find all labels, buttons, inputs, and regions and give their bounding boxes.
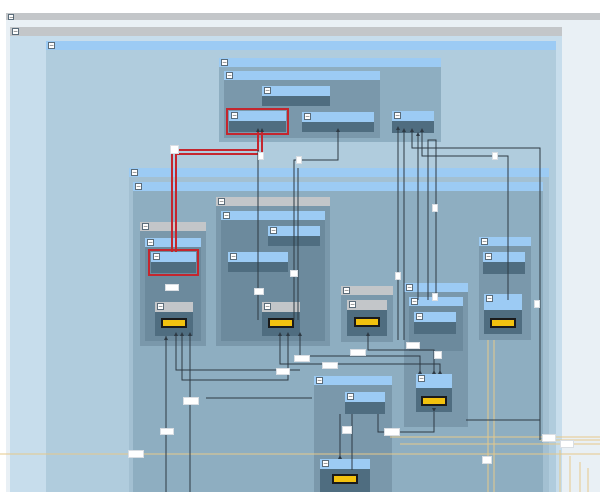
connector-tag <box>296 156 302 164</box>
column-5-node-a[interactable]: − <box>483 252 525 274</box>
minus-square-icon[interactable]: − <box>349 301 356 308</box>
lower-group-outer-header: − <box>129 168 549 177</box>
container-level-2-header: − <box>46 41 556 50</box>
minus-square-icon[interactable]: − <box>406 284 413 291</box>
top-node-a[interactable]: − <box>262 86 330 106</box>
column-5-port-node[interactable]: − <box>484 294 522 334</box>
minus-square-icon[interactable]: − <box>485 253 492 260</box>
yellow-port[interactable] <box>332 474 358 484</box>
yellow-port[interactable] <box>490 318 516 328</box>
minus-square-icon[interactable]: − <box>131 169 138 176</box>
minus-square-icon[interactable]: − <box>153 253 160 260</box>
minus-square-icon[interactable]: − <box>416 313 423 320</box>
connector-tag <box>350 349 366 356</box>
connector-tag <box>258 152 264 160</box>
minus-square-icon[interactable]: − <box>347 393 354 400</box>
minus-square-icon[interactable]: − <box>418 375 425 382</box>
yellow-port[interactable] <box>421 396 447 406</box>
top-group-header: − <box>219 58 441 67</box>
minus-square-icon[interactable]: − <box>270 227 277 234</box>
minus-square-icon[interactable]: − <box>12 28 19 35</box>
bottom-node-a[interactable]: − <box>345 392 385 414</box>
connector-tag <box>395 272 401 280</box>
minus-square-icon[interactable]: − <box>486 295 493 302</box>
minus-square-icon[interactable]: − <box>223 212 230 219</box>
yellow-port[interactable] <box>161 318 187 328</box>
minus-square-icon[interactable]: − <box>8 14 15 21</box>
connector-tag <box>290 270 298 277</box>
column-3-port-node[interactable]: − <box>347 300 387 336</box>
minus-square-icon[interactable]: − <box>231 112 238 119</box>
yellow-port[interactable] <box>268 318 294 328</box>
connector-tag <box>254 288 264 295</box>
connector-tag <box>492 152 498 160</box>
minus-square-icon[interactable]: − <box>135 183 142 190</box>
connector-tag <box>183 397 199 405</box>
minus-square-icon[interactable]: − <box>230 253 237 260</box>
connector-tag <box>432 204 438 212</box>
column-4-node-a[interactable]: − <box>414 312 456 334</box>
column-1-port-node[interactable]: − <box>155 302 193 336</box>
connector-tag <box>384 428 400 436</box>
minus-square-icon[interactable]: − <box>142 223 149 230</box>
minus-square-icon[interactable]: − <box>48 42 55 49</box>
bottom-port-node[interactable]: − <box>320 459 370 492</box>
connector-tag <box>482 456 492 464</box>
connector-tag <box>560 440 574 448</box>
connector-tag <box>294 355 310 362</box>
container-level-1-header: − <box>10 27 562 36</box>
connector-tag <box>170 145 179 154</box>
connector-tag <box>322 362 338 369</box>
connector-tag <box>165 284 179 291</box>
minus-square-icon[interactable]: − <box>411 298 418 305</box>
minus-square-icon[interactable]: − <box>264 87 271 94</box>
minus-square-icon[interactable]: − <box>157 303 164 310</box>
top-subgroup-header: − <box>224 71 380 80</box>
top-node-c[interactable]: − <box>392 111 434 133</box>
connector-tag <box>276 368 290 375</box>
minus-square-icon[interactable]: − <box>304 113 311 120</box>
outer-frame-header: − <box>6 13 600 21</box>
yellow-port[interactable] <box>354 317 380 327</box>
column-1-node-selected[interactable]: − <box>148 249 199 276</box>
connector-tag <box>542 434 556 442</box>
lower-group-inner-header: − <box>133 182 543 191</box>
minus-square-icon[interactable]: − <box>221 59 228 66</box>
connector-tag <box>406 342 420 349</box>
connector-tag <box>160 428 174 435</box>
connector-tag <box>434 351 442 359</box>
minus-square-icon[interactable]: − <box>218 198 225 205</box>
column-4-port-node[interactable]: − <box>416 374 452 412</box>
minus-square-icon[interactable]: − <box>322 460 329 467</box>
minus-square-icon[interactable]: − <box>481 238 488 245</box>
minus-square-icon[interactable]: − <box>264 303 271 310</box>
minus-square-icon[interactable]: − <box>343 287 350 294</box>
top-node-selected[interactable]: − <box>226 108 289 135</box>
connector-tag <box>128 450 144 458</box>
connector-tag <box>342 426 352 434</box>
top-node-b[interactable]: − <box>302 112 374 132</box>
column-2-port-node[interactable]: − <box>262 302 300 336</box>
connector-tag <box>432 293 438 301</box>
minus-square-icon[interactable]: − <box>226 72 233 79</box>
minus-square-icon[interactable]: − <box>394 112 401 119</box>
minus-square-icon[interactable]: − <box>316 377 323 384</box>
connector-tag <box>534 300 540 308</box>
minus-square-icon[interactable]: − <box>147 239 154 246</box>
